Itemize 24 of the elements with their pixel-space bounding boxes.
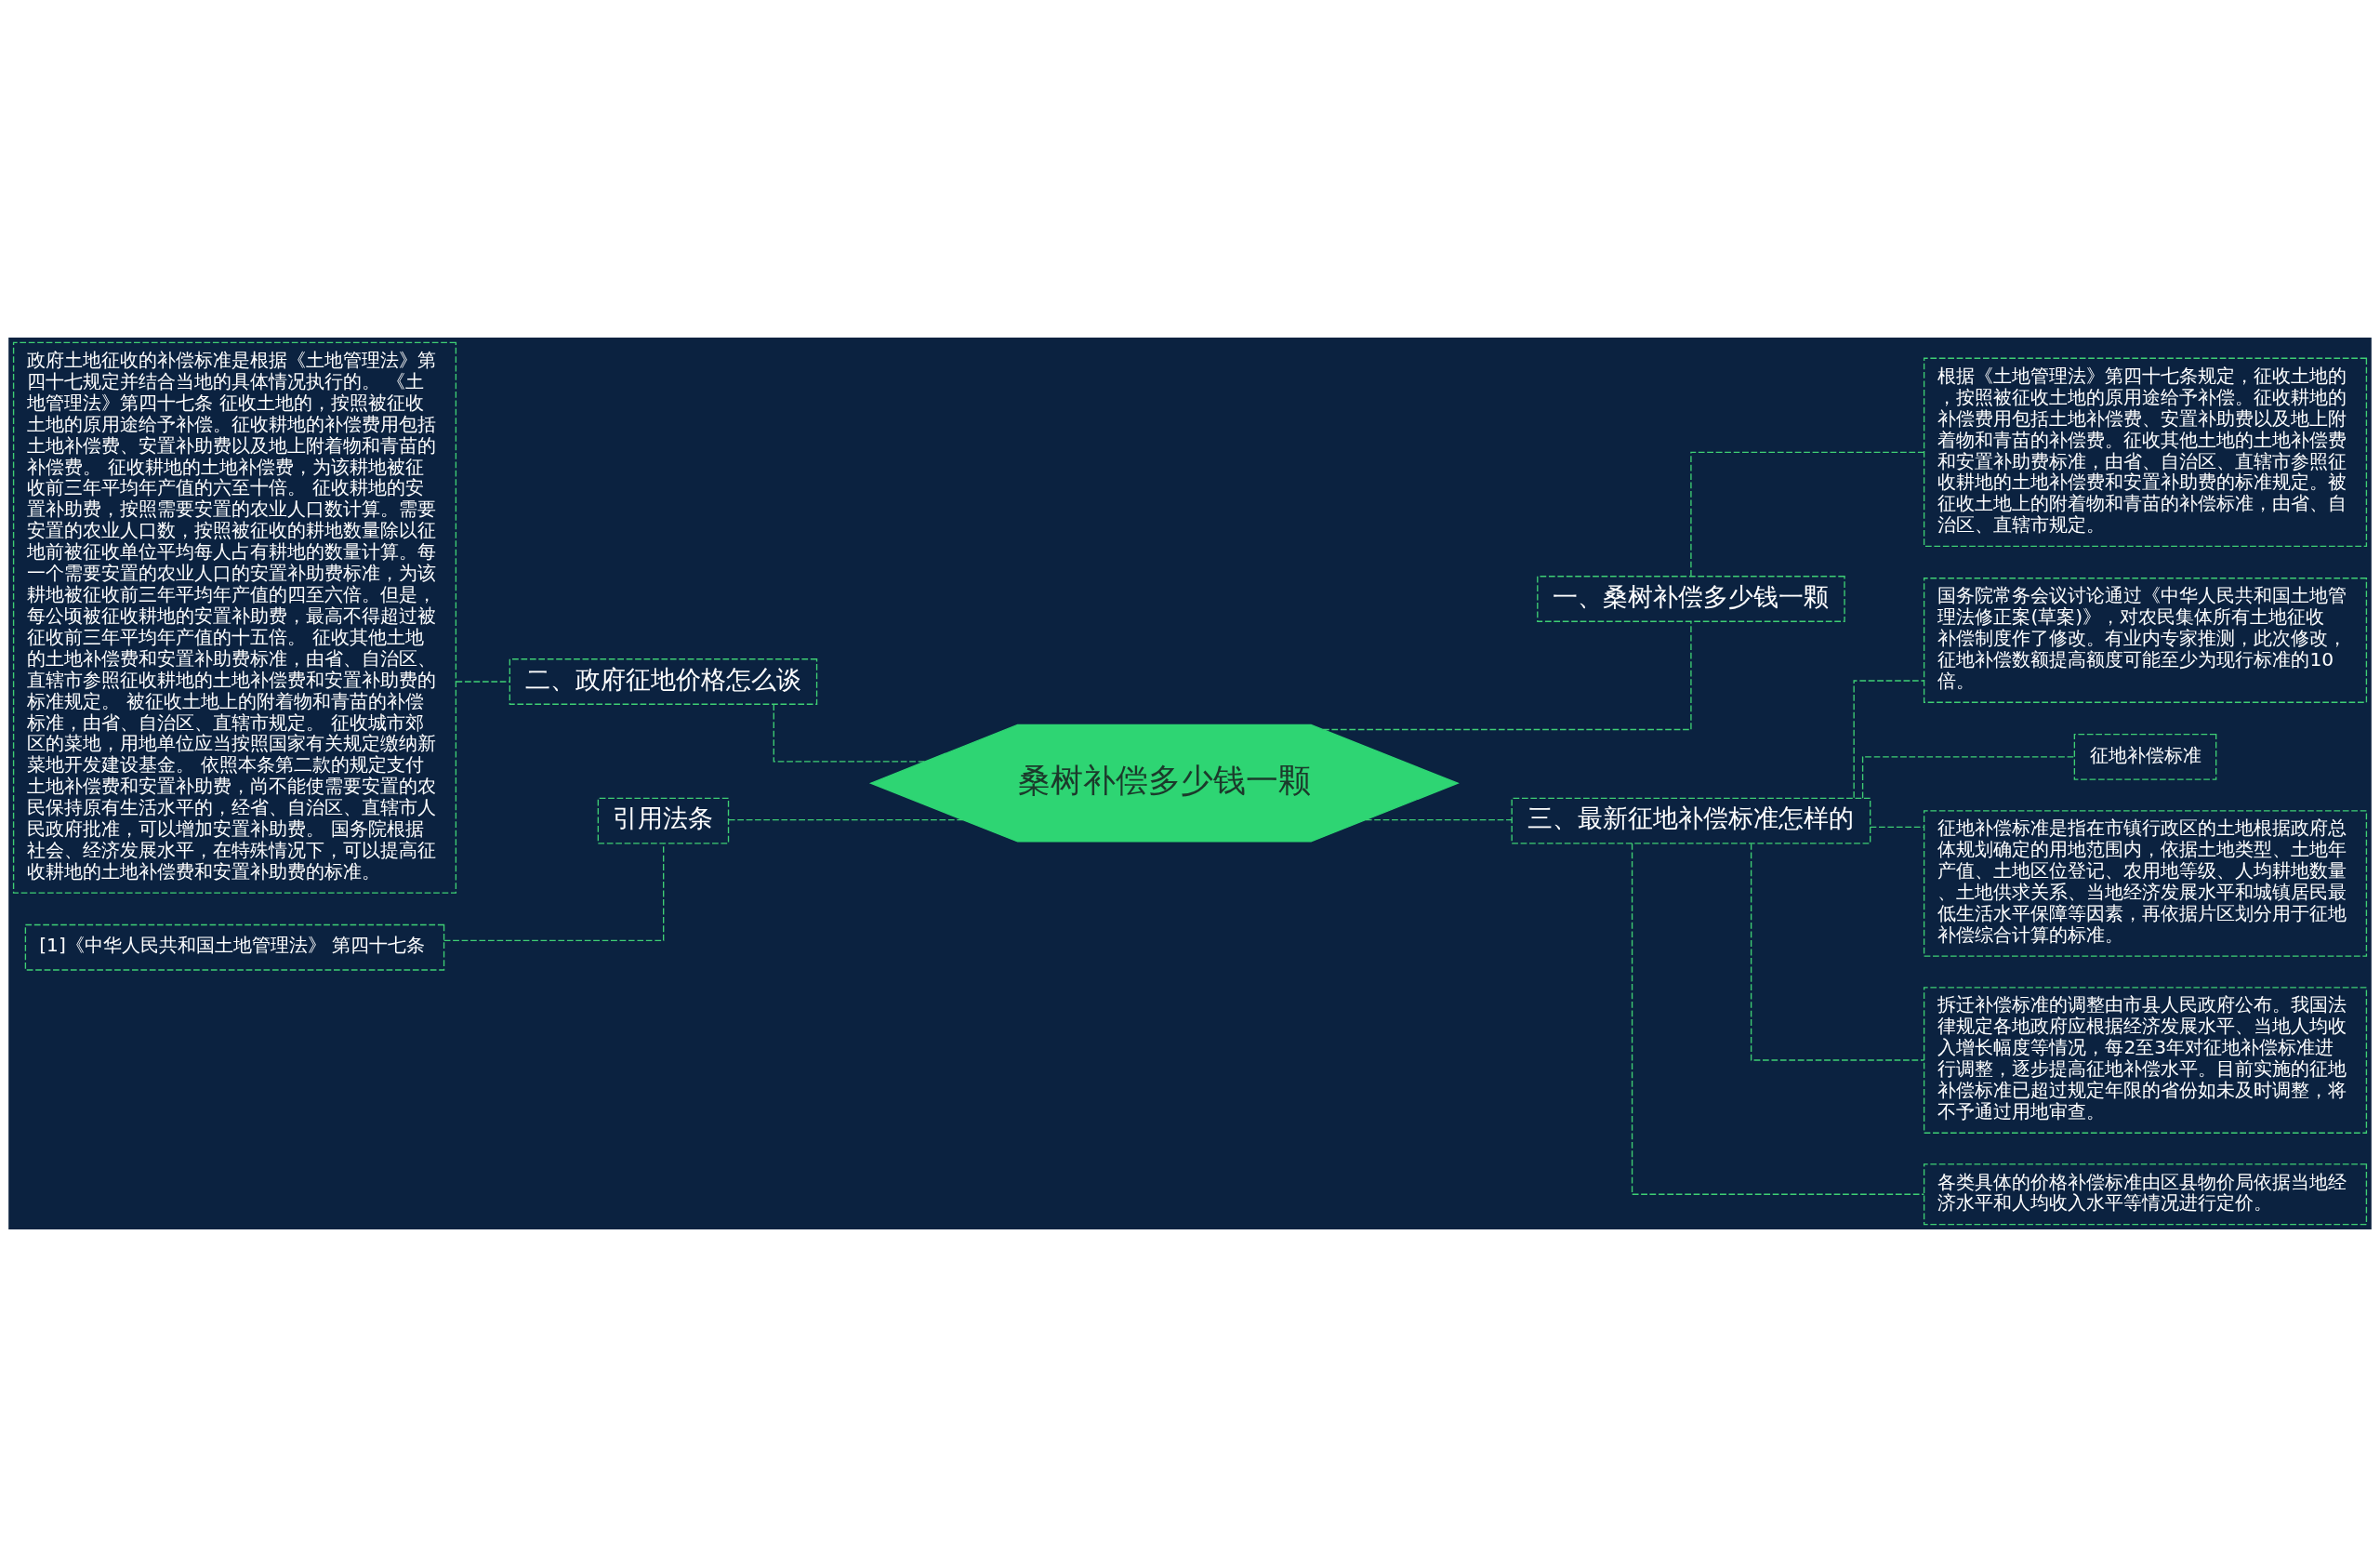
connector [455,681,510,683]
connector [1861,756,2075,799]
node-box: [1]《中华人民共和国土地管理法》 第四十七条 [24,923,445,971]
connector [773,703,926,763]
connector [728,818,964,821]
connector [1365,818,1513,821]
node-box: 引用法条 [597,797,730,844]
node-box: 三、最新征地补偿标准怎样的 [1511,797,1871,844]
node-box: 二、政府征地价格怎么谈 [509,658,818,705]
node-box: 征地补偿标准是指在市镇行政区的土地根据政府总体规划确定的用地范围内，依据土地类型、土地年产值、土地区位登记、农用地等级、人均耕地数量、土地供求关系、当地经济发展水平和城镇居民最低生活水平保障等因素，再依据片区划分用于征地补偿综合计算的标准。 [1923,810,2368,957]
node-box: 根据《土地管理法》第四十七条规定，征收土地的，按照被征收土地的原用途给予补偿。征收耕地的补偿费用包括土地补偿费、安置补助费以及地上附着物和青苗的补偿费。征收其他土地的土地补偿费和安置补助费标准，由省、自治区、直辖市参照征收耕地的土地补偿费和安置补助费的标准规定。被征收土地上的附着物和青苗的补偿标准，由省、自治区、直辖市规定。 [1923,357,2368,548]
node-box: 政府土地征收的补偿标准是根据《土地管理法》第四十七规定并结合当地的具体情况执行的。 《土地管理法》第四十七条 征收土地的，按照被征收土地的原用途给予补偿。征收耕地的补偿费用包括土地补偿费、安置补助费以及地上附着物和青苗的补偿费。 征收耕地的土地补偿费，为该耕地被征收前三年平均年产值的六至十倍。 征收耕地的安置补助费，按照需要安置的农业人口数计算。需要安置的农业人口数，按照被征收的耕地数量除以征地前被征收单位平均每人占有耕地的数量计算。每一个需要安置的农业人口的安置补助费标准，为该耕地被征收前三年平均年产值的四至六倍。但是，每公顷被征收耕地的安置补助费，最高不得超过被征收前三年平均年产值的十五倍。 征收其他土地的土地补偿费和安置补助费标准，由省、自治区、直辖市参照征收耕地的土地补偿费和安置补助费的标准规定。 被征收土地上的附着物和青苗的补偿标准，由省、自治区、直辖市规定。 征收城市郊区的菜地，用地单位应当按照国家有关规定缴纳新菜地开发建设基金。 依照本条第二款的规定支付土地补偿费和安置补助费，尚不能使需要安置的农民保持原有生活水平的，经省、自治区、直辖市人民政府批准，可以增加安置补助费。 国务院根据社会、经济发展水平，在特殊情况下，可以提高征收耕地的土地补偿费和安置补助费的标准。 [12,341,457,894]
connector [1631,843,1925,1195]
connector [1870,826,1924,828]
node-box: 一、桑树补偿多少钱一颗 [1537,576,1845,622]
node-box: 国务院常务会议讨论通过《中华人民共和国土地管理法修正案(草案)》，对农民集体所有土地征收补偿制度作了修改。有业内专家推测，此次修改，征地补偿数额提高额度可能至少为现行标准的10倍。 [1923,578,2368,703]
connector [1690,451,1924,578]
node-box: 各类具体的价格补偿标准由区县物价局依据当地经济水平和人均收入水平等情况进行定价。 [1923,1163,2368,1226]
node-box: 拆迁补偿标准的调整由市县人民政府公布。我国法律规定各地政府应根据经济发展水平、当地人均收入增长幅度等情况，每2至3年对征地补偿标准进行调整，逐步提高征地补偿水平。目前实施的征地补偿标准已超过规定年限的省份如未及时调整，将不予通过用地审查。 [1923,987,2368,1134]
connector [1322,620,1692,731]
connector [1853,680,1925,799]
connector [443,843,665,941]
connector [1750,843,1925,1061]
node-box: 征地补偿标准 [2073,733,2217,780]
